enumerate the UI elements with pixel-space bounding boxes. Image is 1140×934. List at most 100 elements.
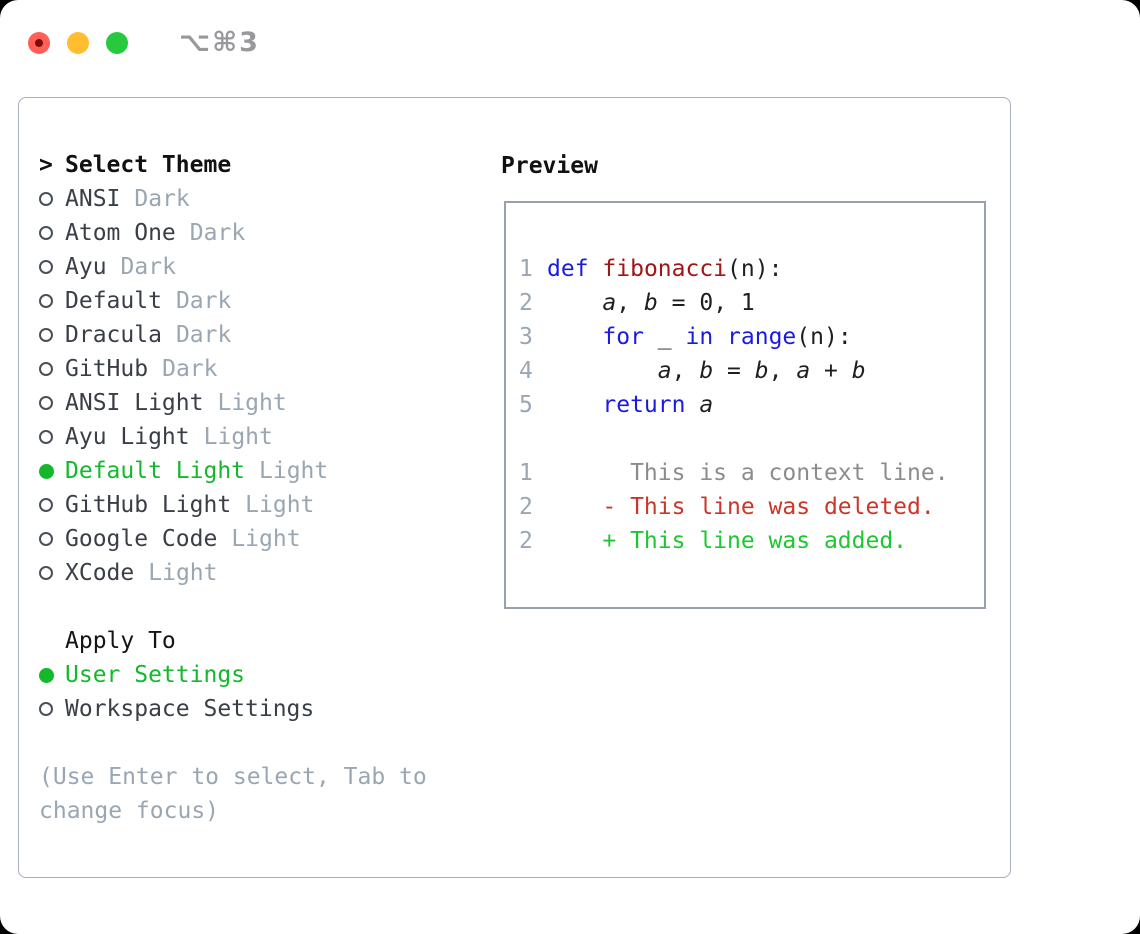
theme-variant-tag: Light	[259, 458, 329, 484]
code-line: 3 for _ in range(n):	[519, 320, 984, 354]
select-theme-title: Select Theme	[65, 152, 232, 178]
window-shortcut-label: ⌥⌘3	[179, 27, 260, 58]
radio-icon	[39, 362, 65, 376]
radio-selected-icon	[39, 667, 65, 683]
code-token: ,	[671, 358, 700, 384]
line-number: 5	[519, 392, 533, 418]
theme-option-label: GitHub Light	[65, 492, 232, 518]
code-token: (n):	[796, 324, 852, 350]
theme-variant-tag: Dark	[189, 220, 246, 246]
apply-option-workspace-settings[interactable]: Workspace Settings	[39, 692, 459, 726]
theme-variant-tag: Light	[203, 424, 273, 450]
theme-option-label: Atom One	[65, 220, 176, 246]
diff-text: This is a context line.	[547, 460, 949, 486]
theme-option-label: Default Light	[65, 458, 246, 484]
code-token: =	[713, 358, 755, 384]
theme-variant-tag: Dark	[175, 288, 232, 314]
theme-option-ayu[interactable]: Ayu Dark	[39, 250, 459, 284]
theme-variant-tag: Dark	[120, 254, 176, 280]
code-token	[547, 324, 602, 350]
code-token	[685, 392, 699, 418]
radio-icon	[39, 532, 65, 546]
code-line: 5 return a	[519, 388, 984, 422]
theme-option-google-code[interactable]: Google Code Light	[39, 522, 459, 556]
theme-option-label: Google Code	[65, 526, 218, 552]
radio-icon	[39, 260, 65, 274]
minimize-button[interactable]	[67, 31, 89, 54]
code-token: ,	[768, 358, 797, 384]
zoom-button[interactable]	[106, 31, 128, 54]
preview-blank-line	[519, 422, 984, 456]
theme-option-dracula[interactable]: Dracula Dark	[39, 318, 459, 352]
line-number: 4	[519, 358, 533, 384]
code-token: for	[602, 324, 644, 350]
diff-text: + This line was added.	[547, 528, 908, 554]
radio-icon	[39, 294, 65, 308]
diff-text: - This line was deleted.	[547, 494, 935, 520]
line-number: 1	[519, 256, 533, 282]
code-token: return	[602, 392, 686, 418]
titlebar: ⌥⌘3	[28, 27, 260, 58]
theme-option-github[interactable]: GitHub Dark	[39, 352, 459, 386]
code-token: (n):	[727, 256, 783, 282]
preview-header: Preview	[501, 153, 598, 179]
code-token: ,	[616, 290, 644, 316]
theme-variant-tag: Dark	[162, 356, 218, 382]
theme-variant-tag: Light	[231, 526, 301, 552]
keyboard-hint-text: (Use Enter to select, Tab to change focu…	[39, 764, 427, 824]
theme-option-atom-one[interactable]: Atom One Dark	[39, 216, 459, 250]
code-token	[547, 392, 602, 418]
apply-to-title: Apply To	[65, 628, 176, 654]
theme-variant-tag: Dark	[134, 186, 190, 212]
code-token: a	[602, 290, 617, 316]
theme-option-label: Ayu	[65, 254, 107, 280]
theme-option-default[interactable]: Default Dark	[39, 284, 459, 318]
code-token: fibonacci	[602, 256, 728, 282]
code-token	[713, 324, 727, 350]
apply-option-label: User Settings	[65, 662, 246, 688]
theme-option-default-light[interactable]: Default Light Light	[39, 454, 459, 488]
code-line: 2 a, b = 0, 1	[519, 286, 984, 320]
theme-variant-tag: Light	[217, 390, 287, 416]
cursor-arrow-icon: >	[39, 152, 53, 178]
diff-line-added: 2 + This line was added.	[519, 524, 984, 558]
diff-line-deleted: 2 - This line was deleted.	[519, 490, 984, 524]
theme-variant-tag: Dark	[175, 322, 232, 348]
code-token: def	[547, 256, 589, 282]
code-line: 4 a, b = b, a + b	[519, 354, 984, 388]
code-token: _	[643, 324, 686, 350]
apply-option-user-settings[interactable]: User Settings	[39, 658, 459, 692]
close-button[interactable]	[28, 31, 50, 54]
line-number: 2	[519, 494, 533, 520]
code-token: a	[796, 358, 811, 384]
radio-selected-icon	[39, 463, 65, 479]
code-token	[589, 256, 603, 282]
code-token: a	[657, 358, 672, 384]
radio-icon	[39, 328, 65, 342]
line-number: 3	[519, 324, 533, 350]
code-token: = 0, 1	[657, 290, 755, 316]
theme-option-label: GitHub	[65, 356, 149, 382]
apply-to-header: Apply To	[39, 624, 459, 658]
preview-diff-block: 1 This is a context line.2 - This line w…	[519, 456, 984, 558]
theme-option-label: Dracula	[65, 322, 162, 348]
radio-icon	[39, 396, 65, 410]
code-token: b	[754, 358, 769, 384]
theme-option-label: XCode	[65, 560, 135, 586]
theme-option-label: Default	[65, 288, 162, 314]
line-number: 1	[519, 460, 533, 486]
code-token: range	[727, 324, 797, 350]
code-token	[547, 358, 658, 384]
diff-line-context: 1 This is a context line.	[519, 456, 984, 490]
code-token: b	[699, 358, 714, 384]
